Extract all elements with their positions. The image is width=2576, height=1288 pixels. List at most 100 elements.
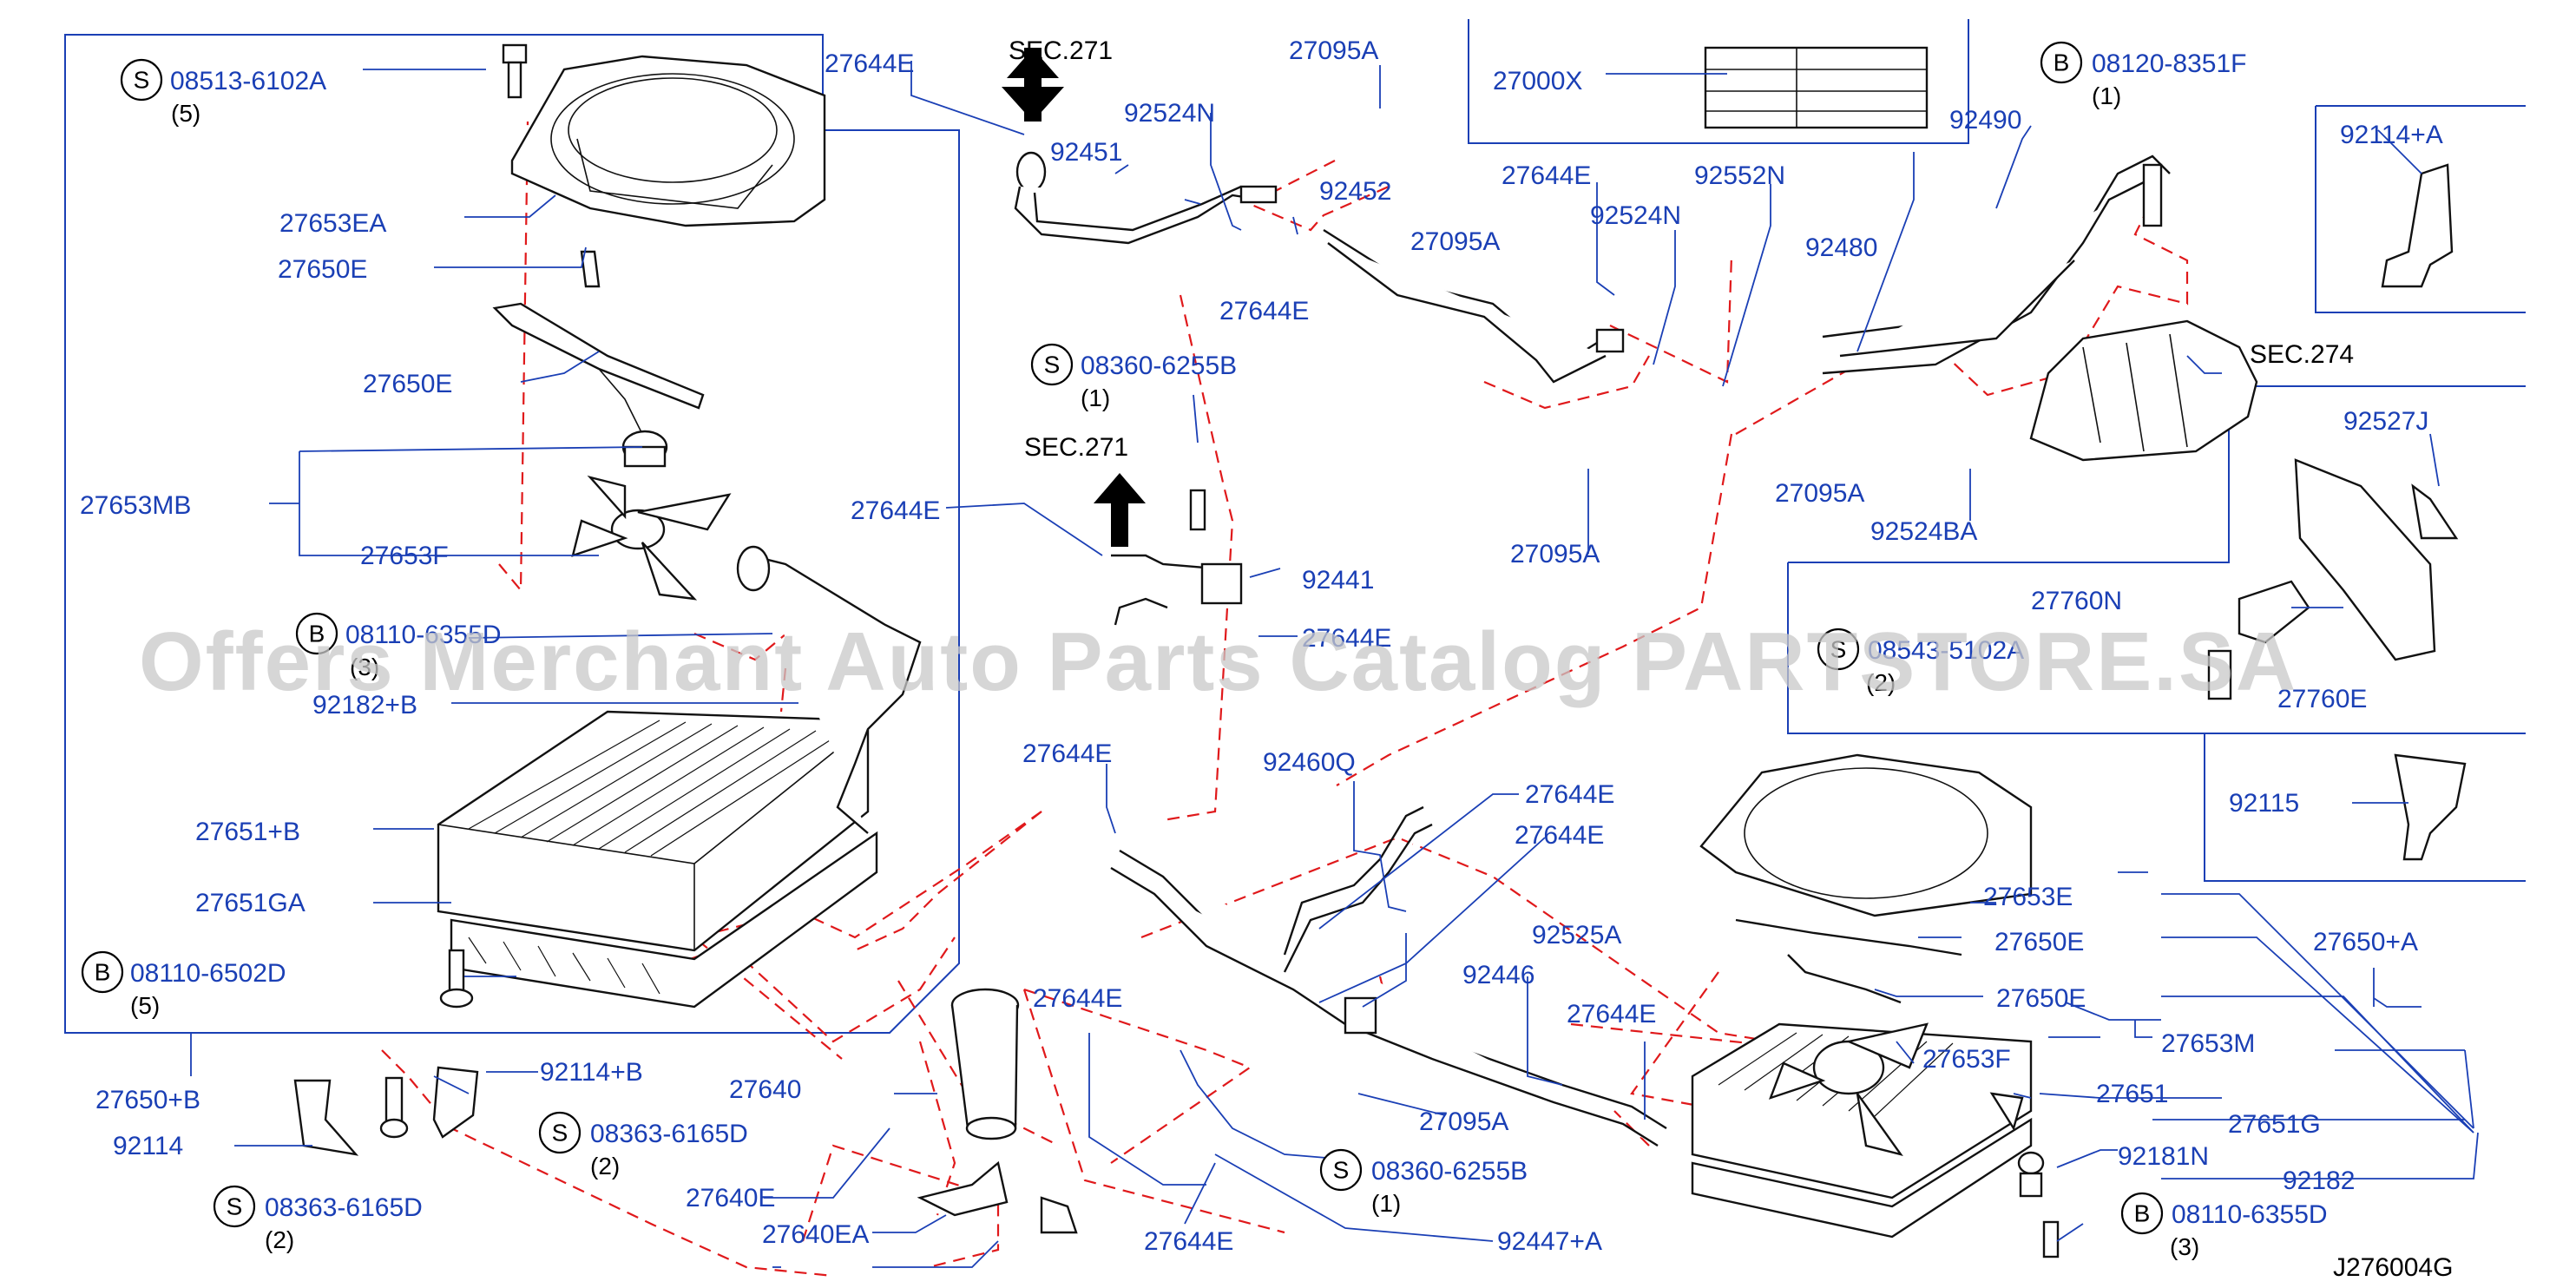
fan-blade-illustration <box>571 475 732 601</box>
svg-text:08363-6165D: 08363-6165D <box>590 1120 748 1148</box>
part-callout: 92525A <box>1532 921 1621 950</box>
part-callout: 27651 <box>2096 1080 2168 1108</box>
fastener-callout: S 08360-6255B (1) <box>1319 1148 1528 1217</box>
bolt-left-lower-icon <box>439 949 474 1009</box>
svg-text:(5): (5) <box>130 992 160 1019</box>
part-callout: 92524N <box>1590 201 1681 230</box>
svg-text:B: B <box>2134 1200 2151 1227</box>
svg-text:B: B <box>309 621 325 647</box>
frame-right-top-box <box>2315 105 2526 313</box>
svg-text:08360-6255B: 08360-6255B <box>1371 1157 1528 1186</box>
pipe-upper-mid-illustration <box>1323 228 1625 384</box>
svg-text:08543-5102A: 08543-5102A <box>1868 636 2024 665</box>
part-callout: 92480 <box>1805 233 1877 262</box>
part-callout: 92527J <box>2343 407 2428 436</box>
condenser-pipe-left-illustration <box>736 545 922 834</box>
sensor-bracket-illustration <box>2207 458 2459 700</box>
part-callout: 92490 <box>1949 106 2021 135</box>
part-callout: 27760N <box>2031 587 2122 615</box>
drier-bracket-illustration <box>917 1160 1078 1234</box>
part-callout: 27760E <box>2277 685 2367 713</box>
part-callout: 27653F <box>360 542 449 570</box>
part-callout: 27644E <box>1525 780 1614 809</box>
part-callout: 27644E <box>1033 984 1122 1013</box>
svg-text:08513-6102A: 08513-6102A <box>170 67 326 95</box>
arrow-up-icon <box>1094 473 1146 547</box>
condenser-left-illustration <box>437 710 878 1009</box>
fan-shroud-right-illustration <box>1699 753 2033 917</box>
part-callout: 27644E <box>1022 739 1112 768</box>
bracket-right-lower-illustration <box>2394 753 2467 861</box>
fastener-callout: B 08110-6355D (3) <box>2120 1192 2328 1260</box>
receiver-drier-illustration <box>950 988 1020 1140</box>
svg-text:(2): (2) <box>590 1153 620 1180</box>
section-ref-label: SEC.271 <box>1009 36 1113 65</box>
svg-text:(2): (2) <box>1866 669 1896 696</box>
part-callout: 27653F <box>1922 1045 2011 1074</box>
part-callout: 92452 <box>1319 177 1391 206</box>
svg-text:B: B <box>95 959 111 986</box>
part-callout: 27644E <box>851 496 940 525</box>
part-callout: 27650+A <box>2313 928 2418 956</box>
compressor-illustration <box>2029 319 2258 462</box>
svg-text:08120-8351F: 08120-8351F <box>2092 49 2246 78</box>
part-callout: 92182+B <box>312 691 417 720</box>
part-callout: 27644E <box>825 49 914 78</box>
drawing-id: J276004G <box>2333 1253 2453 1282</box>
part-callout: 27651+B <box>195 818 300 846</box>
svg-text:S: S <box>1333 1157 1350 1184</box>
frame-left-assembly <box>64 34 960 1034</box>
part-callout: 27650E <box>1996 984 2086 1013</box>
part-callout: 27650E <box>363 370 452 398</box>
part-callout: 92114 <box>113 1132 183 1160</box>
fastener-callout: S 08543-5102A (2) <box>1817 628 2024 696</box>
mount-bracket-left-illustration <box>293 1066 479 1156</box>
frame-right-mid-box <box>1787 385 2526 734</box>
fastener-callout: S 08513-6102A (5) <box>120 58 326 127</box>
watermark-text: Offers Merchant Auto Parts Catalog PARTS… <box>139 615 2297 708</box>
svg-text:08360-6255B: 08360-6255B <box>1081 352 1237 380</box>
bracket-right-top-illustration <box>2381 163 2454 288</box>
part-callout: 27640EA <box>762 1220 869 1249</box>
part-callout: 92114+A <box>2340 121 2443 149</box>
svg-text:S: S <box>1044 352 1061 378</box>
part-callout: 27650E <box>278 255 367 284</box>
svg-text:(5): (5) <box>171 100 200 127</box>
part-callout: 27640E <box>686 1184 775 1212</box>
part-callout: 27095A <box>1510 540 1600 568</box>
part-callout: 27000X <box>1493 67 1582 95</box>
part-callout: 27640 <box>729 1075 801 1104</box>
part-callout: 92115 <box>2229 789 2299 818</box>
part-callout: 92182 <box>2283 1166 2355 1195</box>
fastener-callout: S 08363-6165D (2) <box>213 1185 423 1253</box>
part-callout: 27644E <box>1502 161 1591 190</box>
svg-text:S: S <box>552 1120 568 1147</box>
part-callout: 92114+B <box>540 1058 643 1087</box>
leader-lines <box>190 61 2479 1268</box>
label-plate-illustration <box>1704 46 1929 129</box>
part-number-callouts: 27644E 27095A 27000X 92524N 92451 92452 … <box>80 36 2443 1256</box>
part-callout: 92441 <box>1302 566 1374 595</box>
fastener-callout: S 08360-6255B (1) <box>1030 343 1237 411</box>
right-small-parts-illustration <box>1989 1092 2060 1258</box>
pipe-upper-right-illustration <box>1822 154 2171 375</box>
part-callout: 92552N <box>1694 161 1785 190</box>
svg-text:S: S <box>227 1193 243 1220</box>
frame-label-box <box>1468 19 1969 144</box>
fastener-callout: B 08120-8351F (1) <box>2040 41 2246 109</box>
fastener-callout: S 08363-6165D (2) <box>538 1111 748 1180</box>
part-callout: 27095A <box>1775 479 1864 508</box>
svg-text:B: B <box>2054 49 2070 76</box>
rubber-mount-illustration <box>621 430 668 468</box>
part-callout: 27650+B <box>95 1086 200 1114</box>
fan-blade-right-illustration <box>1768 1022 1929 1156</box>
svg-text:(2): (2) <box>265 1226 294 1253</box>
part-callout: 92181N <box>2118 1142 2209 1171</box>
part-callout: 27644E <box>1567 1000 1656 1028</box>
fan-shroud-left-illustration <box>510 55 826 227</box>
svg-text:(1): (1) <box>1081 384 1110 411</box>
part-callout: 27653M <box>2161 1029 2255 1058</box>
svg-text:(3): (3) <box>350 654 379 680</box>
part-callout: 92447+A <box>1497 1227 1602 1256</box>
part-callout: 92524BA <box>1870 517 1977 546</box>
